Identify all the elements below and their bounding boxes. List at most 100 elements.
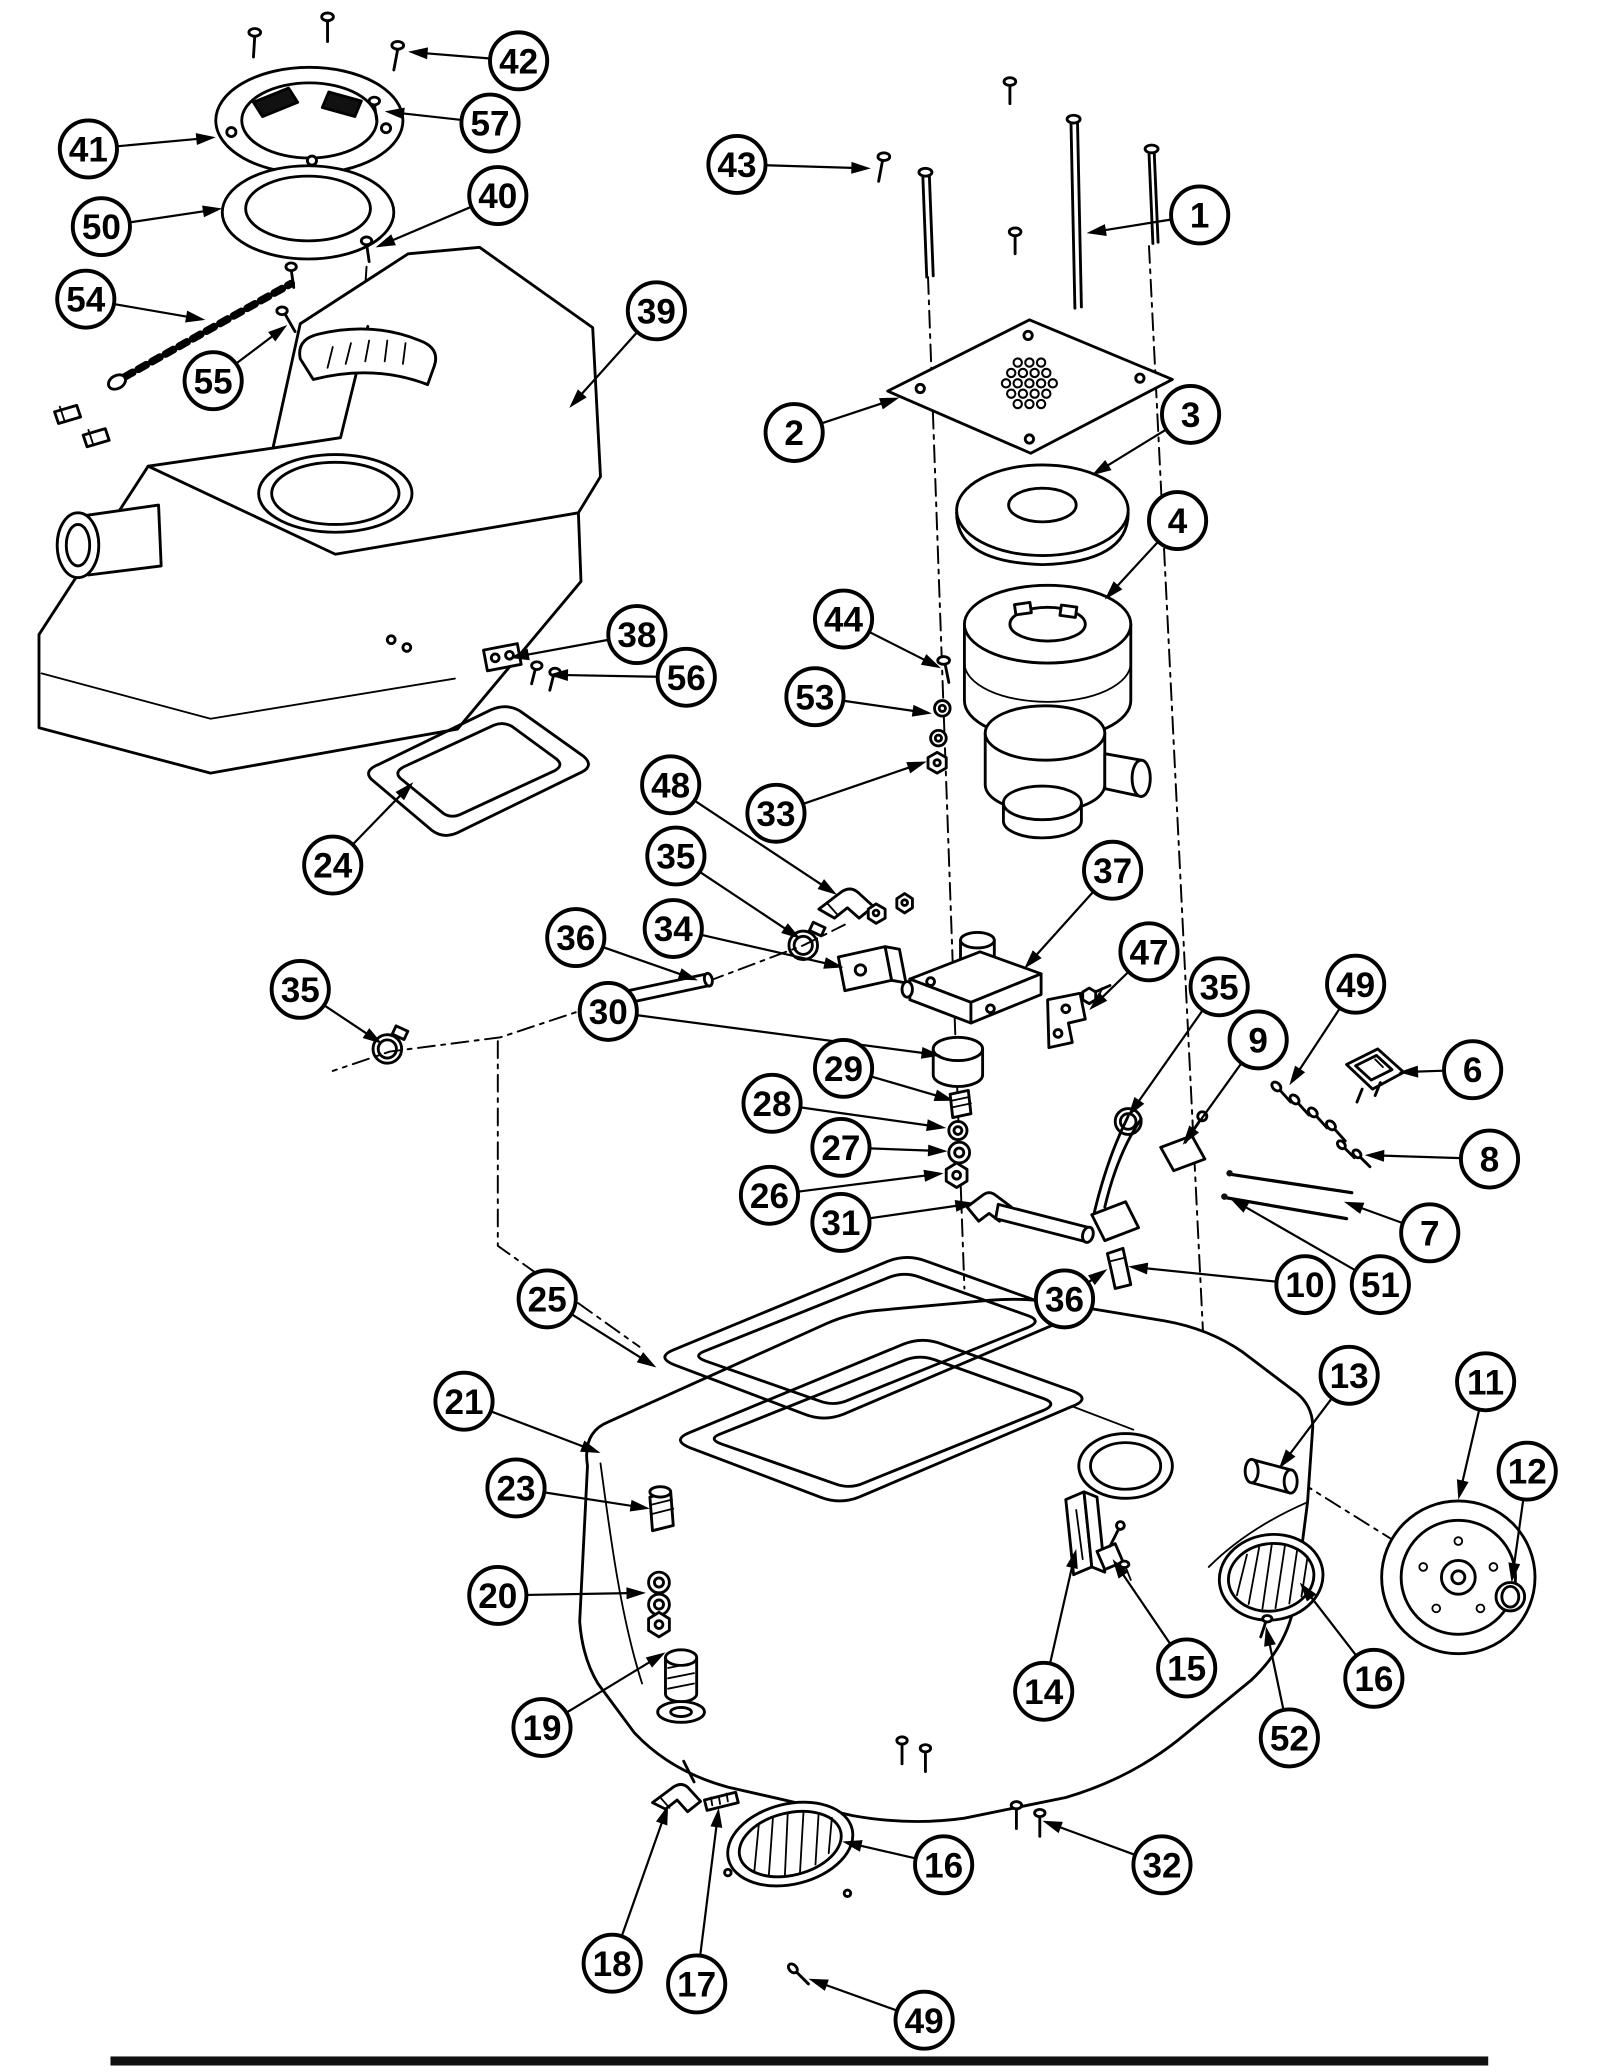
- leader-arrowhead: [927, 1144, 948, 1157]
- callout-balloon: [1318, 1344, 1380, 1406]
- callout-number: 9: [1248, 1022, 1268, 1061]
- callout-54: 54: [55, 268, 206, 330]
- callout-number: 38: [617, 616, 656, 655]
- callout-balloon: [893, 1989, 955, 2051]
- part-inlet-fitting-stack: [647, 1485, 706, 1724]
- callout-49: 49: [808, 1978, 955, 2051]
- part-wheel: [1380, 1499, 1537, 1656]
- leader-arrowhead: [926, 1119, 947, 1132]
- callout-56: 56: [548, 646, 717, 708]
- callout-number: 21: [445, 1383, 484, 1422]
- leader-arrowhead: [626, 1587, 646, 1600]
- leader-arrowhead: [1278, 1449, 1296, 1469]
- part-mounting-rods: [876, 113, 1160, 310]
- leader-line: [602, 945, 689, 978]
- callout-balloon: [1131, 1834, 1193, 1896]
- leader-arrowhead: [1128, 1096, 1145, 1117]
- part-drain-fittings: [651, 1783, 740, 1814]
- callout-balloon: [1082, 839, 1144, 901]
- part-motor-gasket-foam: [955, 463, 1130, 567]
- leader-line: [1294, 1007, 1341, 1078]
- callout-number: 40: [478, 177, 517, 216]
- leader-arrowhead: [645, 1652, 666, 1668]
- leader-line: [418, 51, 491, 60]
- callout-balloon: [1169, 184, 1231, 246]
- leader-line: [1187, 1062, 1243, 1138]
- leader-arrowhead: [548, 669, 569, 682]
- leader-line: [802, 763, 918, 805]
- leader-line: [800, 1106, 937, 1128]
- callout-number: 17: [677, 1966, 716, 2005]
- leader-arrowhead: [384, 107, 405, 120]
- leader-arrowhead: [1182, 1125, 1200, 1145]
- plate-perforations: [1000, 357, 1059, 410]
- callout-number: 6: [1463, 1051, 1483, 1090]
- callout-balloon: [642, 898, 704, 959]
- callout-balloon: [763, 402, 825, 463]
- leader-line: [570, 1313, 649, 1363]
- leader-line: [1110, 540, 1160, 593]
- leader-line: [575, 331, 639, 401]
- callout-number: 55: [194, 362, 233, 401]
- callout-32: 32: [1042, 1820, 1193, 1896]
- leader-line: [869, 1203, 965, 1220]
- callout-3: 3: [1091, 383, 1222, 476]
- leader-arrowhead: [1456, 1479, 1469, 1500]
- leader-arrowhead: [1343, 1201, 1365, 1214]
- callout-balloon: [577, 980, 639, 1042]
- callout-balloon: [516, 1268, 578, 1330]
- callout-number: 4: [1168, 502, 1188, 541]
- leader-line: [384, 205, 472, 245]
- callout-36: 36: [545, 907, 698, 981]
- callout-number: 56: [667, 659, 706, 698]
- leader-line: [1266, 1636, 1285, 1711]
- callout-number: 43: [717, 146, 756, 185]
- part-rocker-switch: [1345, 1047, 1406, 1104]
- leader-arrowhead: [1264, 1626, 1276, 1647]
- callout-7: 7: [1343, 1201, 1461, 1264]
- callout-balloon: [1349, 1254, 1411, 1316]
- callout-balloon: [302, 834, 364, 896]
- callout-balloon: [741, 1072, 803, 1134]
- callout-balloon: [913, 1834, 975, 1896]
- callout-number: 35: [1200, 968, 1239, 1007]
- callout-balloon: [745, 782, 807, 844]
- callout-number: 26: [750, 1177, 789, 1216]
- callout-27: 27: [810, 1116, 948, 1178]
- part-chain-assembly: [53, 279, 297, 449]
- callout-4: 4: [1104, 490, 1209, 600]
- part-elbow-fitting-top: [817, 887, 914, 925]
- leader-line: [1284, 1397, 1333, 1461]
- callout-balloon: [55, 268, 117, 330]
- callout-15: 15: [1112, 1559, 1218, 1699]
- leader-line: [116, 137, 206, 148]
- callout-balloon: [467, 165, 529, 226]
- leader-line: [490, 1410, 592, 1451]
- callout-number: 16: [924, 1846, 963, 1885]
- callout-35: 35: [645, 825, 801, 939]
- leader-line: [1459, 1409, 1481, 1490]
- callout-balloon: [810, 1192, 872, 1253]
- part-pump-valve: [900, 930, 1043, 1025]
- callout-balloon: [625, 280, 687, 342]
- leader-line: [636, 1014, 931, 1056]
- callout-11: 11: [1455, 1351, 1517, 1500]
- callout-number: 47: [1129, 933, 1168, 972]
- leader-arrowhead: [375, 234, 396, 248]
- leader-line: [395, 111, 462, 122]
- callout-number: 32: [1142, 1846, 1181, 1885]
- callout-number: 11: [1467, 1363, 1504, 1402]
- callout-13: 13: [1278, 1344, 1380, 1469]
- leader-line: [868, 630, 933, 665]
- callout-balloon: [1033, 1268, 1096, 1330]
- callout-37: 37: [1024, 839, 1144, 969]
- callout-number: 52: [1270, 1720, 1309, 1759]
- callout-19: 19: [511, 1652, 666, 1758]
- callout-number: 16: [1354, 1660, 1393, 1699]
- callout-balloon: [812, 588, 875, 650]
- callout-number: 36: [1045, 1281, 1084, 1320]
- callout-number: 49: [1336, 966, 1375, 1005]
- leader-line: [870, 1075, 945, 1099]
- callout-balloon: [1399, 1202, 1461, 1264]
